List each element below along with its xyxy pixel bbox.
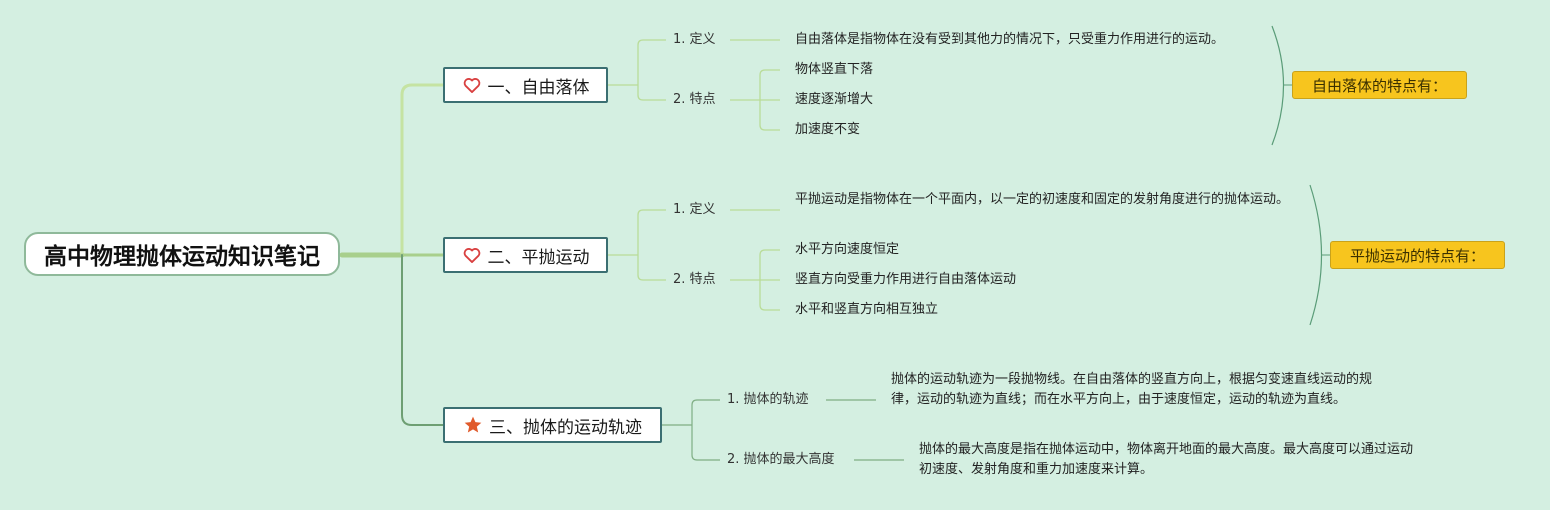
subtopic-trajectory[interactable]: 1. 抛体的轨迹 [727,392,809,407]
subtopic-features[interactable]: 2. 特点 [673,92,716,107]
root-title: 高中物理抛体运动知识笔记 [44,244,320,270]
summary-callout[interactable]: 自由落体的特点有： [1292,71,1467,99]
branch-title: 二、平抛运动 [487,247,590,268]
heart-outline-icon [462,245,482,265]
summary-callout[interactable]: 平抛运动的特点有： [1330,241,1505,269]
branch-title: 三、抛体的运动轨迹 [489,417,642,438]
definition-text[interactable]: 平抛运动是指物体在一个平面内，以一定的初速度和固定的发射角度进行的抛体运动。 [795,192,1290,207]
feature-item[interactable]: 水平方向速度恒定 [795,242,900,257]
feature-item[interactable]: 加速度不变 [795,122,861,137]
trajectory-text[interactable]: 抛体的运动轨迹为一段抛物线。在自由落体的竖直方向上，根据匀变速直线运动的规律，运… [891,372,1373,407]
feature-item[interactable]: 速度逐渐增大 [795,92,874,107]
branch-trajectory[interactable]: 三、抛体的运动轨迹 [443,407,662,443]
heart-outline-icon [462,75,482,95]
bracket-1 [1271,25,1285,146]
root-topic[interactable]: 高中物理抛体运动知识笔记 [24,232,340,276]
subtopic-features[interactable]: 2. 特点 [673,272,716,287]
subtopic-definition[interactable]: 1. 定义 [673,32,716,47]
subtopic-max-height[interactable]: 2. 抛体的最大高度 [727,452,835,467]
link-branch-3 [401,254,444,426]
summary-text: 自由落体的特点有： [1311,76,1447,95]
bracket-2 [1309,184,1323,326]
feature-item[interactable]: 水平和竖直方向相互独立 [795,302,939,317]
summary-text: 平抛运动的特点有： [1349,246,1485,265]
branch-projectile[interactable]: 二、平抛运动 [443,237,608,273]
feature-item[interactable]: 竖直方向受重力作用进行自由落体运动 [795,272,1017,287]
link-branch-1 [400,83,445,257]
star-icon [463,415,483,435]
feature-item[interactable]: 物体竖直下落 [795,62,874,77]
branch-title: 一、自由落体 [487,77,590,98]
max-height-text[interactable]: 抛体的最大高度是指在抛体运动中，物体离开地面的最大高度。最大高度可以通过运动初速… [919,442,1414,477]
branch-free-fall[interactable]: 一、自由落体 [443,67,608,103]
subtopic-definition[interactable]: 1. 定义 [673,202,716,217]
definition-text[interactable]: 自由落体是指物体在没有受到其他力的情况下，只受重力作用进行的运动。 [795,32,1225,47]
